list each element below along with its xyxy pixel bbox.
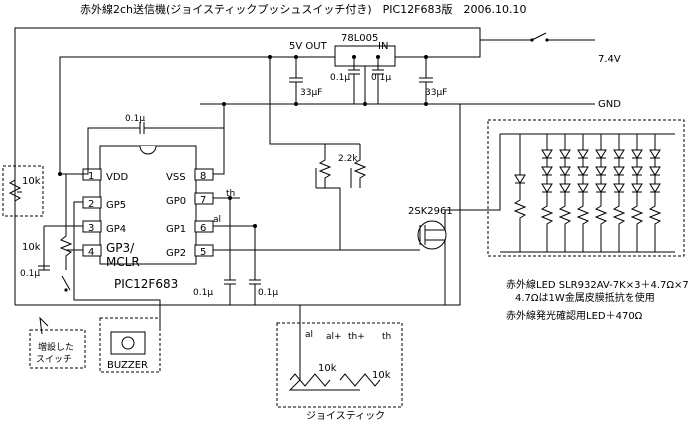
pin-2: 2 bbox=[88, 199, 94, 210]
left-pot: 10k 10k 0.1μ bbox=[2, 165, 73, 292]
regulator-out-label: 5V OUT bbox=[289, 41, 328, 52]
ir-led-icon bbox=[631, 166, 643, 176]
led-resistor bbox=[594, 201, 608, 252]
pin-gp3-label: GP3/ bbox=[106, 241, 135, 255]
pic-label: PIC12F683 bbox=[114, 277, 178, 291]
elec-cap-out-label: 33μF bbox=[300, 88, 322, 98]
pin-gp5-label: GP5 bbox=[106, 200, 126, 211]
net-th-label: th bbox=[226, 189, 235, 199]
regulator-in-label: IN bbox=[378, 41, 388, 52]
joystick: 10k 10k al al+ th+ th ジョイスティック bbox=[276, 305, 403, 422]
ir-led-icon bbox=[649, 183, 661, 193]
pin-6: 6 bbox=[200, 223, 206, 234]
pin-8: 8 bbox=[200, 171, 206, 182]
added-switch-callout: 増設した スイッチ bbox=[29, 316, 86, 369]
pic-wiring: 0.1μ th al bbox=[44, 56, 420, 330]
pin-1: 1 bbox=[88, 171, 94, 182]
fet-2sk2961: 2SK2961 bbox=[408, 206, 490, 305]
cap-th-label: 0.1μ bbox=[193, 288, 213, 298]
left-pot-label: 10k bbox=[22, 176, 41, 187]
led-resistor bbox=[558, 201, 572, 252]
joy-al-label: al bbox=[305, 330, 313, 340]
pin-5: 5 bbox=[200, 247, 206, 258]
ir-led-icon bbox=[559, 183, 571, 193]
ir-led-icon bbox=[595, 183, 607, 193]
page-title: 赤外線2ch送信機(ジョイスティックプッシュスイッチ付き) PIC12F683版… bbox=[80, 2, 526, 16]
joy-pot2-label: 10k bbox=[372, 370, 391, 381]
ir-led-icon bbox=[595, 166, 607, 176]
reg-cap-in-label: 0.1μ bbox=[371, 73, 391, 83]
ir-led-array bbox=[487, 119, 685, 257]
ir-led-icon bbox=[613, 149, 625, 159]
ir-led-icon bbox=[559, 166, 571, 176]
joy-th-label: th bbox=[382, 332, 391, 342]
buzzer-label: BUZZER bbox=[107, 360, 148, 371]
added-switch-label-1: 増設した bbox=[38, 341, 74, 353]
vbat-label: 7.4V bbox=[598, 54, 621, 65]
pic12f683: 1 2 3 4 8 7 6 5 VDD GP5 GP4 GP3/ MCLR VS… bbox=[82, 145, 214, 291]
ir-led-icon bbox=[559, 149, 571, 159]
pin-gp1-label: GP1 bbox=[166, 224, 186, 235]
joy-pot1-label: 10k bbox=[318, 363, 337, 374]
reg-cap-out-label: 0.1μ bbox=[330, 73, 350, 83]
ir-led-icon bbox=[577, 183, 589, 193]
led-resistor bbox=[612, 201, 626, 252]
pin-mclr-label: MCLR bbox=[106, 255, 140, 269]
note-line-3: 赤外線発光確認用LED＋470Ω bbox=[506, 309, 643, 322]
ir-led-icon bbox=[649, 166, 661, 176]
pin-4: 4 bbox=[88, 247, 94, 258]
led-resistor bbox=[576, 201, 590, 252]
joy-alp-label: al+ bbox=[326, 332, 342, 342]
left-cap-label: 0.1μ bbox=[20, 269, 40, 279]
led-resistor bbox=[630, 201, 644, 252]
ir-led-icon bbox=[595, 149, 607, 159]
ir-led-icon bbox=[613, 183, 625, 193]
cap-al-label: 0.1μ bbox=[258, 288, 278, 298]
net-al-label: al bbox=[213, 215, 221, 225]
ir-led-icon bbox=[631, 183, 643, 193]
pic-cap-label: 0.1μ bbox=[125, 114, 145, 124]
ir-led-icon bbox=[649, 149, 661, 159]
note-line-1: 赤外線LED SLR932AV-7K×3＋4.7Ω×7 bbox=[506, 278, 688, 291]
ir-led-icon bbox=[577, 166, 589, 176]
pin-vdd-label: VDD bbox=[106, 172, 129, 183]
led-resistor bbox=[648, 201, 662, 252]
ir-led-icon bbox=[541, 183, 553, 193]
pot-22k-label: 2.2k bbox=[338, 154, 358, 164]
rails bbox=[14, 27, 595, 306]
signal-caps: 0.1μ 0.1μ bbox=[193, 196, 278, 305]
joystick-caption: ジョイスティック bbox=[306, 410, 385, 422]
pin-3: 3 bbox=[88, 223, 94, 234]
pots-2-2k: 2.2k bbox=[269, 57, 367, 250]
ir-led-icon bbox=[541, 149, 553, 159]
led-grid bbox=[540, 134, 662, 252]
regulator-78l005: 78L005 5V OUT IN 0.1μ 0.1μ 33μF 33μF bbox=[289, 33, 447, 106]
pin-7: 7 bbox=[200, 195, 206, 206]
elec-cap-in-label: 33μF bbox=[425, 88, 447, 98]
pin-gp0-label: GP0 bbox=[166, 196, 186, 207]
note-line-2: 4.7Ωは1W金属皮膜抵抗を使用 bbox=[515, 291, 655, 304]
ir-led-icon bbox=[631, 149, 643, 159]
regulator-label: 78L005 bbox=[341, 33, 378, 44]
ir-led-icon bbox=[613, 166, 625, 176]
pin-gp4-label: GP4 bbox=[106, 224, 126, 235]
fet-label: 2SK2961 bbox=[408, 206, 453, 217]
ir-led-icon bbox=[541, 166, 553, 176]
joy-thp-label: th+ bbox=[348, 332, 365, 342]
junctions bbox=[222, 55, 428, 106]
left-res-label: 10k bbox=[22, 242, 41, 253]
led-resistor bbox=[540, 201, 554, 252]
pin-vss-label: VSS bbox=[166, 172, 186, 183]
added-switch-label-2: スイッチ bbox=[36, 354, 72, 365]
ir-led-icon bbox=[577, 149, 589, 159]
pin-gp2-label: GP2 bbox=[166, 248, 186, 259]
buzzer: BUZZER bbox=[99, 317, 161, 373]
gnd-label: GND bbox=[598, 99, 621, 110]
